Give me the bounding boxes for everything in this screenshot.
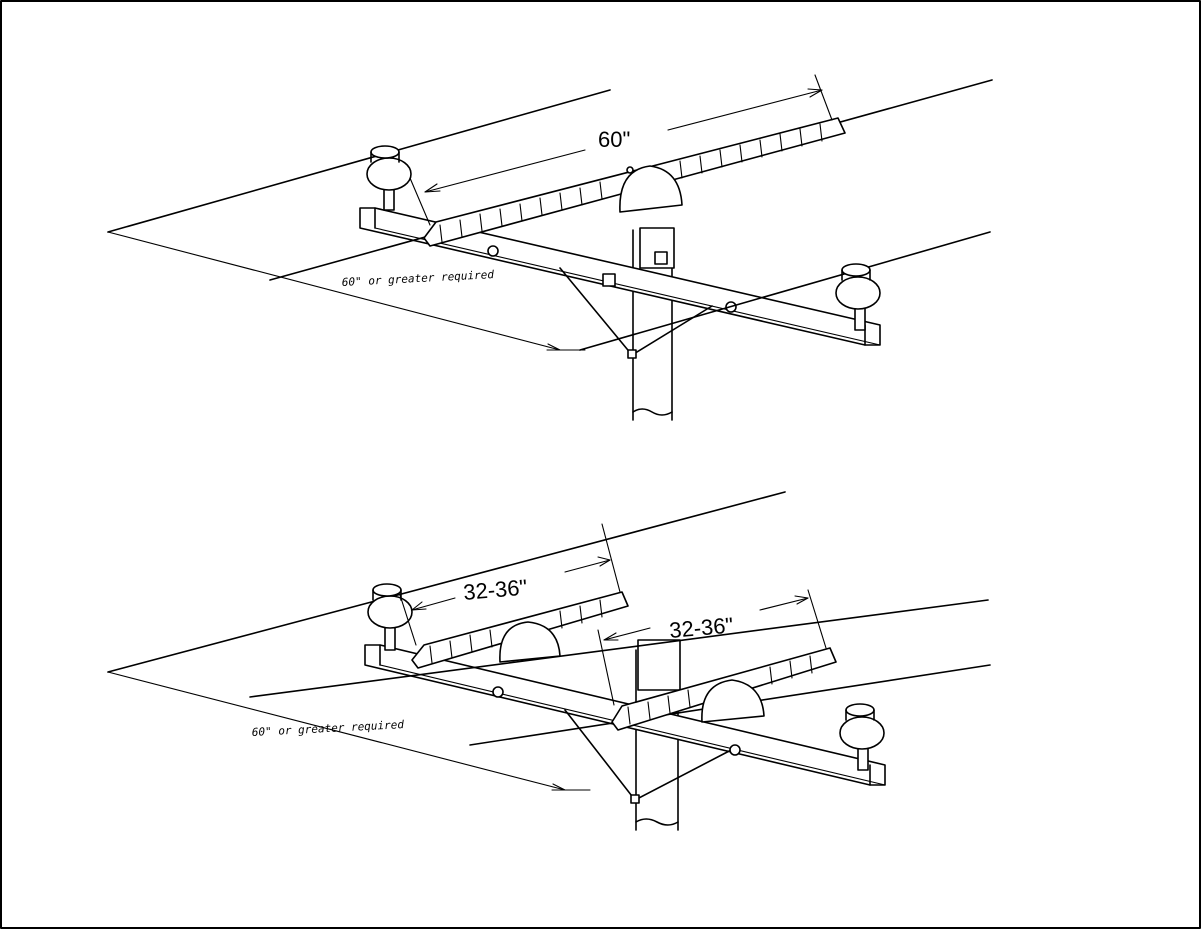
top-assembly	[107, 74, 993, 421]
bottom-right-cover-length-dimension	[597, 589, 827, 706]
bottom-right-cover-center-dome	[701, 679, 765, 723]
bottom-left-line-cover	[411, 591, 629, 669]
bottom-left-insulator	[367, 583, 413, 651]
bottom-left-cover-length-dimension	[399, 523, 621, 646]
bottom-assembly	[107, 491, 991, 831]
top-right-insulator	[835, 263, 881, 331]
top-clearance-dimension	[107, 231, 586, 351]
top-brace	[559, 267, 713, 359]
bottom-pole	[635, 639, 681, 831]
bottom-left-cover-length-label: 32-36"	[462, 574, 528, 604]
top-clearance-note: 60" or greater required	[341, 268, 494, 289]
top-cover-length-dimension	[409, 74, 833, 226]
top-line-cover	[423, 117, 846, 247]
top-crossarm-bolts	[487, 245, 737, 313]
bottom-right-insulator	[839, 703, 885, 771]
bottom-right-cover-length-label: 32-36"	[668, 612, 734, 642]
bottom-right-line-cover	[611, 647, 837, 731]
bottom-brace	[564, 709, 736, 804]
bottom-clearance-dimension	[107, 671, 591, 791]
top-cover-length-label: 60"	[598, 127, 630, 152]
bottom-left-cover-center-dome	[499, 621, 561, 663]
bottom-pole-top-block	[637, 639, 681, 691]
bottom-crossarm-bolts	[492, 686, 741, 756]
bottom-clearance-note: 60" or greater required	[251, 718, 404, 739]
top-crossarm	[359, 207, 881, 346]
top-left-insulator	[366, 145, 412, 211]
top-cover-center-dome	[619, 165, 683, 213]
